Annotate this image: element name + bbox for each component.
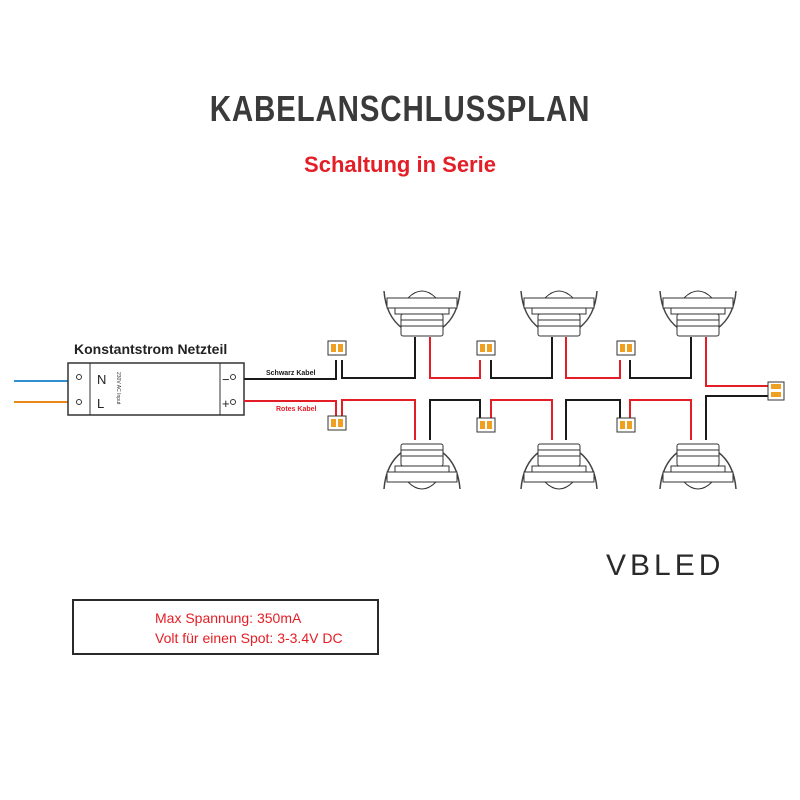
bottom-wire-1 xyxy=(341,399,416,440)
top-wire-2 xyxy=(429,337,481,379)
power-supply-heading: Konstantstrom Netzteil xyxy=(74,341,228,357)
red-output-wire xyxy=(244,400,337,416)
page-title: KABELANSCHLUSSPLAN xyxy=(209,88,591,129)
led-spot-bottom-1 xyxy=(383,443,461,490)
bottom-wire-5 xyxy=(629,399,692,440)
wire-connector xyxy=(327,340,347,356)
wire-connector xyxy=(476,417,496,433)
terminal-l: L xyxy=(97,396,104,411)
top-wire-3 xyxy=(490,337,553,379)
led-spot-top-3 xyxy=(659,290,737,337)
warning-box xyxy=(72,599,379,655)
top-wire-1 xyxy=(341,337,416,379)
input-rating: 230V AC Input xyxy=(115,372,121,405)
wire-connector xyxy=(616,417,636,433)
power-supply-box: N L − + 230V AC Input xyxy=(67,362,245,416)
led-spot-bottom-3 xyxy=(659,443,737,490)
led-spot-top-2 xyxy=(520,290,598,337)
terminal-n: N xyxy=(97,372,106,387)
led-spot-top-1 xyxy=(383,290,461,337)
bottom-wire-6 xyxy=(705,395,770,440)
page-subtitle: Schaltung in Serie xyxy=(304,152,496,177)
warning-line-spot-voltage: Volt für einen Spot: 3-3.4V DC xyxy=(155,630,343,646)
bottom-wire-2 xyxy=(429,399,481,440)
bottom-wire-4 xyxy=(565,399,621,440)
led-spot-bottom-2 xyxy=(520,443,598,490)
bottom-wire-3 xyxy=(490,399,553,440)
terminal-minus: − xyxy=(222,372,230,387)
wire-connector xyxy=(616,340,636,356)
wire-connector xyxy=(767,381,785,401)
top-wire-4 xyxy=(565,337,621,379)
top-wire-5 xyxy=(629,337,692,379)
top-wire-6 xyxy=(705,337,770,387)
warning-line-max-current: Max Spannung: 350mA xyxy=(155,610,302,626)
black-cable-label: Schwarz Kabel xyxy=(266,370,315,377)
wire-connector xyxy=(327,415,347,431)
brand-logo: VBLED xyxy=(606,549,725,582)
terminal-plus: + xyxy=(222,396,230,411)
wire-connector xyxy=(476,340,496,356)
black-output-wire xyxy=(244,360,337,380)
red-cable-label: Rotes Kabel xyxy=(276,406,317,413)
